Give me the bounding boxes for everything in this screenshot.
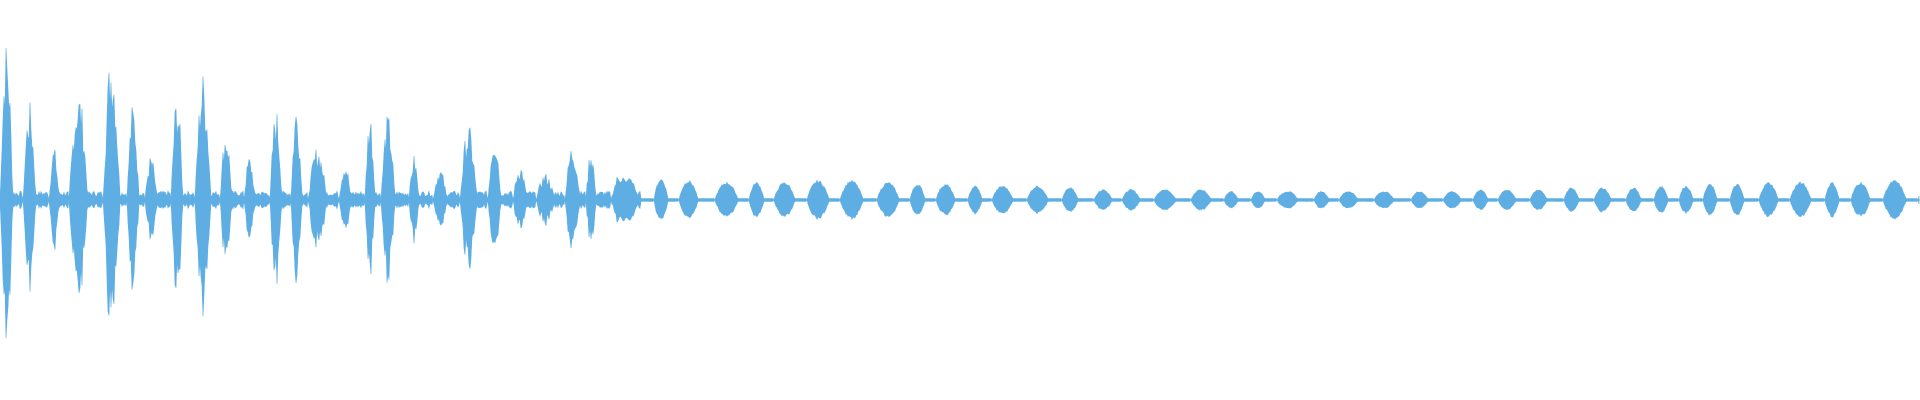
waveform-shape (0, 47, 1920, 339)
